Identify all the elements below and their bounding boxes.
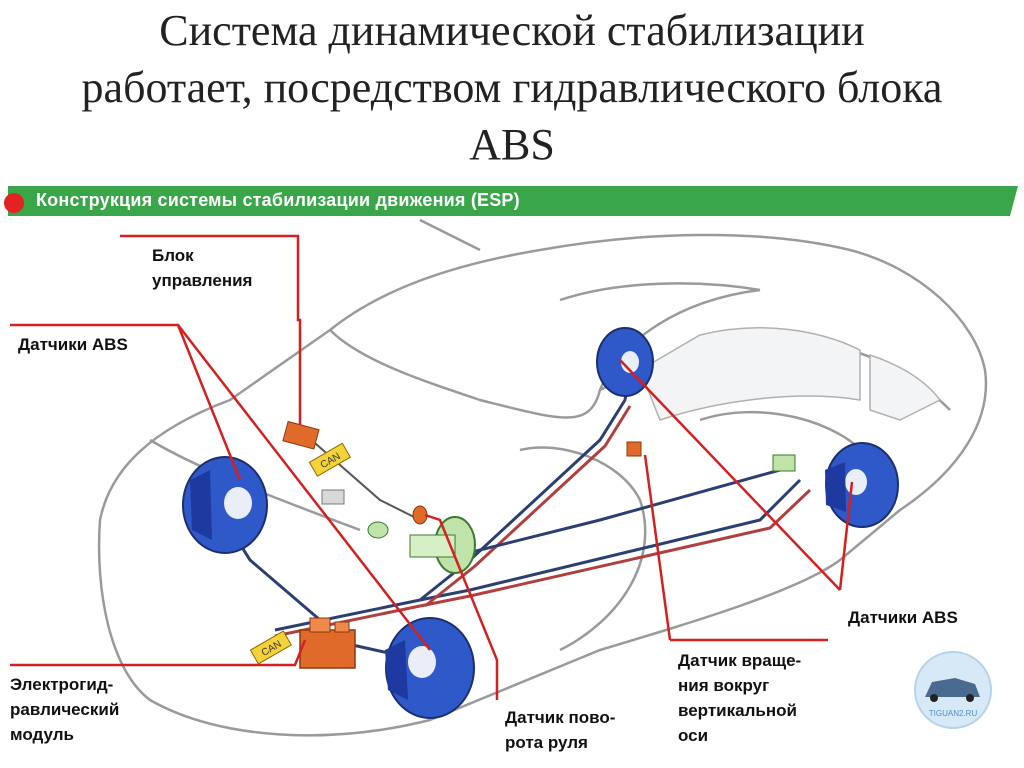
section-banner — [4, 186, 1018, 216]
can-tag-lower: CAN — [249, 630, 293, 665]
relay-box — [321, 489, 345, 505]
title-line-2: работает, посредством гидравлического бл… — [81, 63, 943, 112]
control-unit — [282, 420, 320, 450]
leader-lines — [10, 234, 854, 700]
label-hydraulic-module-line-3: модуль — [10, 725, 74, 744]
label-yaw-sensor-line-1: Датчик враще- — [678, 651, 802, 670]
label-yaw-sensor-line-2: ния вокруг — [678, 676, 770, 695]
front-left-disc — [182, 456, 268, 554]
title-line-3: ABS — [469, 120, 555, 169]
label-steering-sensor: Датчик пово- рота руля — [505, 705, 615, 755]
label-abs-sensors-right: Датчики ABS — [848, 608, 958, 627]
label-control-unit: Блок управления — [152, 243, 252, 293]
label-yaw-sensor: Датчик враще- ния вокруг вертикальной ос… — [678, 648, 801, 748]
label-steering-sensor-line-1: Датчик пово- — [505, 708, 616, 727]
label-hydraulic-module: Электрогид- равлический модуль — [10, 672, 119, 747]
label-control-unit-line-1: Блок — [152, 246, 194, 265]
rear-valve — [772, 454, 796, 472]
yaw-sensor — [626, 441, 642, 457]
front-right-disc — [385, 617, 475, 719]
label-abs-sensors-left: Датчики ABS — [18, 335, 128, 354]
car-windows — [639, 327, 942, 421]
label-yaw-sensor-line-4: оси — [678, 726, 709, 745]
hydraulic-module — [299, 617, 356, 669]
label-hydraulic-module-line-2: равлический — [10, 700, 120, 719]
title-line-1: Система динамической стабилизации — [159, 6, 865, 55]
steering-sensor — [412, 505, 428, 525]
page-title: Система динамической стабилизации работа… — [0, 2, 1024, 173]
label-yaw-sensor-line-3: вертикальной — [678, 701, 797, 720]
label-steering-sensor-line-2: рота руля — [505, 733, 588, 752]
label-control-unit-line-2: управления — [152, 271, 253, 290]
rear-right-disc — [825, 442, 899, 528]
can-tag-upper: CAN — [308, 442, 352, 477]
label-hydraulic-module-line-1: Электрогид- — [10, 675, 114, 694]
banner-title: Конструкция системы стабилизации движени… — [36, 190, 520, 210]
